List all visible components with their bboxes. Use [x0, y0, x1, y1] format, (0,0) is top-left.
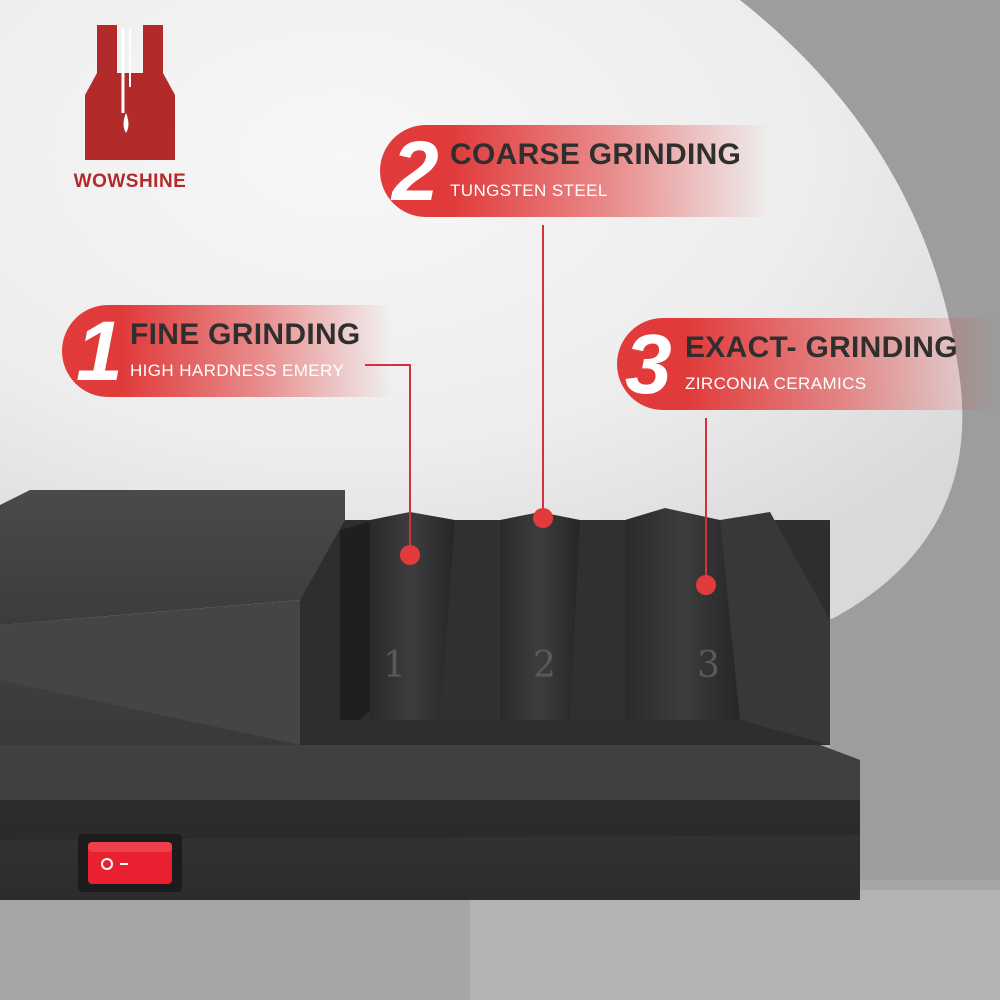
callout-number: 2: [392, 124, 439, 218]
callout-title: EXACT- GRINDING: [685, 331, 958, 364]
callout-coarse-grinding: 2 COARSE GRINDING TUNGSTEN STEEL: [380, 124, 770, 218]
slot-1-number: 1: [383, 645, 406, 686]
brand-name: WOWSHINE: [73, 171, 187, 192]
power-switch-icon: [88, 842, 172, 884]
callout-subtitle: HIGH HARDNESS EMERY: [130, 361, 345, 380]
callout-subtitle: TUNGSTEN STEEL: [450, 181, 608, 200]
callout-title: COARSE GRINDING: [450, 138, 742, 171]
callout-subtitle: ZIRCONIA CERAMICS: [685, 374, 867, 393]
slot-3-number: 3: [697, 645, 720, 686]
callout-fine-grinding: 1 FINE GRINDING HIGH HARDNESS EMERY: [62, 304, 392, 398]
slot-2-number: 2: [533, 645, 556, 686]
brand-logo: WOWSHINE: [55, 15, 205, 200]
knife-block-logo-icon: [85, 25, 175, 160]
callout-exact-grinding: 3 EXACT- GRINDING ZIRCONIA CERAMICS: [617, 317, 1000, 411]
callout-number: 3: [625, 317, 672, 411]
callout-title: FINE GRINDING: [130, 318, 361, 351]
callout-number: 1: [76, 304, 123, 398]
